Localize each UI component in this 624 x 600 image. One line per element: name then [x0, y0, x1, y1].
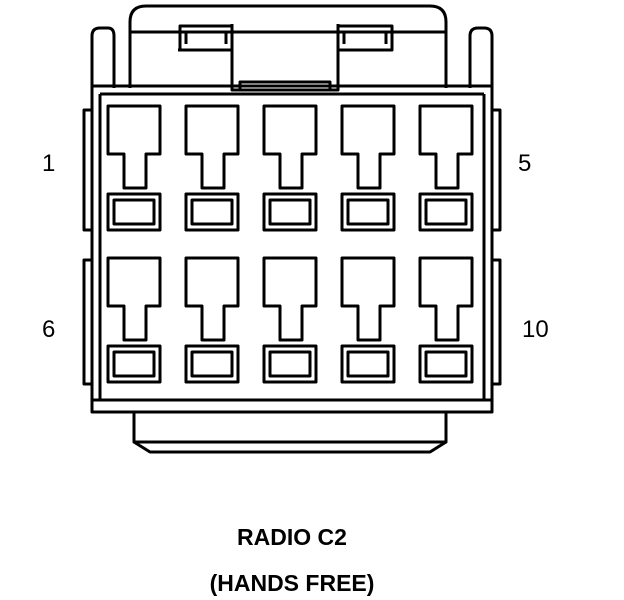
latch-hood: [128, 4, 448, 88]
lock-window-inner: [268, 350, 312, 378]
lock-window-outer: [340, 344, 396, 384]
pin-cavity-2: [184, 104, 240, 232]
latch-step-left: [178, 24, 234, 52]
lock-window-inner: [268, 198, 312, 226]
pin-cavities: [106, 104, 474, 384]
right-rib: [492, 108, 502, 386]
pin-cavity-4: [340, 104, 396, 232]
lock-window-inner: [190, 198, 234, 226]
terminal-outline: [340, 256, 396, 342]
connector-title: RADIO C2: [237, 524, 347, 550]
latch-center-inner: [178, 48, 392, 90]
terminal-outline: [262, 256, 318, 342]
pin-label-5: 5: [518, 150, 532, 177]
connector-housing: [82, 4, 502, 454]
housing-body: [90, 84, 494, 414]
lock-window-outer: [106, 344, 162, 384]
pin-cavity-8: [262, 256, 318, 384]
right-ear: [468, 26, 494, 88]
bottom-rail-edge: [133, 440, 447, 454]
lock-window-inner: [346, 350, 390, 378]
lock-window-outer: [184, 344, 240, 384]
bottom-rail: [132, 412, 448, 444]
pin-label-10: 10: [522, 316, 549, 343]
latch-center: [230, 24, 340, 92]
pin-cavity-6: [106, 256, 162, 384]
pin-label-1: 1: [42, 150, 56, 177]
latch-step-right: [336, 24, 394, 52]
lock-window-inner: [112, 350, 156, 378]
lock-window-inner: [424, 350, 468, 378]
lock-window-inner: [424, 198, 468, 226]
lock-window-outer: [418, 192, 474, 232]
lock-window-outer: [418, 344, 474, 384]
lock-window-outer: [106, 192, 162, 232]
lock-window-outer: [340, 192, 396, 232]
connector-subtitle: (HANDS FREE): [209, 570, 375, 596]
lock-window-inner: [190, 350, 234, 378]
terminal-outline: [184, 256, 240, 342]
pin-cavity-5: [418, 104, 474, 232]
terminal-outline: [340, 104, 396, 190]
pin-label-6: 6: [42, 316, 56, 343]
pin-cavity-1: [106, 104, 162, 232]
pin-cavity-7: [184, 256, 240, 384]
terminal-outline: [262, 104, 318, 190]
pin-cavity-9: [340, 256, 396, 384]
left-rib: [82, 108, 92, 386]
terminal-outline: [184, 104, 240, 190]
housing-left-edge: [98, 94, 486, 400]
terminal-outline: [418, 256, 474, 342]
lock-window-inner: [112, 198, 156, 226]
terminal-outline: [418, 104, 474, 190]
pin-cavity-10: [418, 256, 474, 384]
terminal-outline: [106, 104, 162, 190]
terminal-outline: [106, 256, 162, 342]
pin-cavity-3: [262, 104, 318, 232]
lock-window-outer: [262, 192, 318, 232]
lock-window-outer: [262, 344, 318, 384]
lock-window-outer: [184, 192, 240, 232]
left-ear: [90, 26, 116, 88]
lock-window-inner: [346, 198, 390, 226]
